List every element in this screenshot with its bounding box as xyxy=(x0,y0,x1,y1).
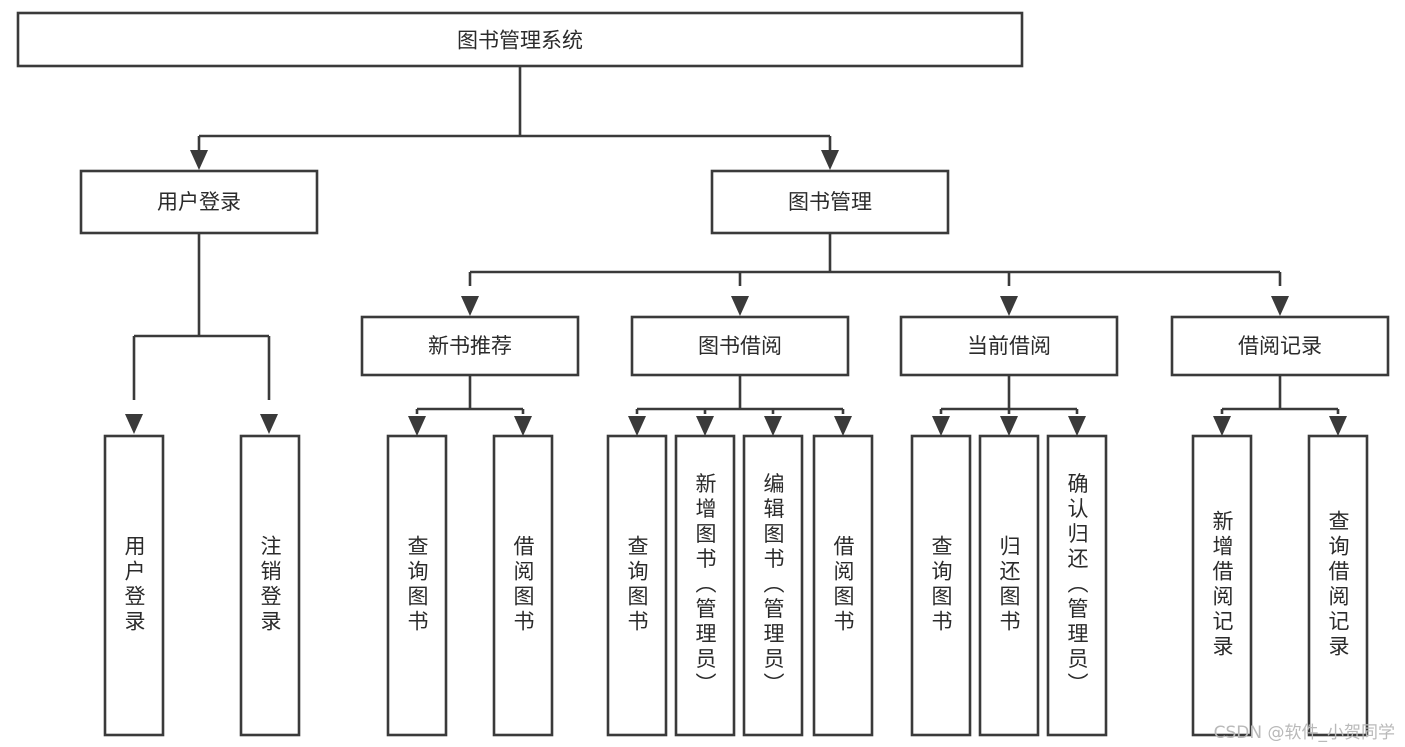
node-user-login-label: 用户登录 xyxy=(157,190,241,214)
node-leaf-borrow-book-2-label: 借阅图书 xyxy=(831,535,855,635)
node-book-manage-box[interactable] xyxy=(710,169,950,235)
node-leaf-user-logout-box[interactable] xyxy=(239,434,301,737)
arrow-to-leaf-borrow-book-1 xyxy=(514,416,532,436)
arrow-to-leaf-add-record xyxy=(1213,416,1231,436)
arrow-to-borrow-record xyxy=(1271,296,1289,316)
arrow-to-leaf-query-book-1 xyxy=(408,416,426,436)
node-user-login[interactable]: 用户登录 xyxy=(79,169,319,235)
node-leaf-return-book-box[interactable] xyxy=(978,434,1040,737)
node-leaf-add-book-label: 新增图书（管理员） xyxy=(693,473,717,698)
arrow-to-book-manage xyxy=(821,150,839,170)
node-leaf-query-book-1-label: 查询图书 xyxy=(405,535,429,635)
node-leaf-edit-book-label: 编辑图书（管理员） xyxy=(761,473,785,698)
node-current-borrow[interactable]: 当前借阅 xyxy=(899,315,1119,377)
node-leaf-add-record-label: 新增借阅记录 xyxy=(1210,510,1234,660)
node-leaf-user-login-label: 用户登录 xyxy=(122,535,146,635)
node-current-borrow-label: 当前借阅 xyxy=(967,334,1051,358)
arrow-to-user-login xyxy=(190,150,208,170)
node-leaf-borrow-book-2[interactable]: 借阅图书 xyxy=(812,434,874,737)
arrow-to-leaf-user-logout xyxy=(260,414,278,434)
node-borrow-record-box[interactable] xyxy=(1170,315,1390,377)
node-book-borrow[interactable]: 图书借阅 xyxy=(630,315,850,377)
node-book-manage[interactable]: 图书管理 xyxy=(710,169,950,235)
node-leaf-borrow-book-1-box[interactable] xyxy=(492,434,554,737)
node-leaf-return-book[interactable]: 归还图书 xyxy=(978,434,1040,737)
node-leaf-user-login[interactable]: 用户登录 xyxy=(103,434,165,737)
node-current-borrow-box[interactable] xyxy=(899,315,1119,377)
node-leaf-query-book-1[interactable]: 查询图书 xyxy=(386,434,448,737)
node-leaf-borrow-book-1[interactable]: 借阅图书 xyxy=(492,434,554,737)
node-leaf-borrow-book-1-label: 借阅图书 xyxy=(511,535,535,635)
arrow-to-book-borrow xyxy=(731,296,749,316)
node-borrow-record[interactable]: 借阅记录 xyxy=(1170,315,1390,377)
node-leaf-borrow-book-2-box[interactable] xyxy=(812,434,874,737)
arrow-to-current-borrow xyxy=(1000,296,1018,316)
node-root[interactable]: 图书管理系统 xyxy=(16,11,1024,68)
arrow-to-leaf-query-book-2 xyxy=(628,416,646,436)
node-book-borrow-box[interactable] xyxy=(630,315,850,377)
csdn-watermark: CSDN @软件_小贺同学 xyxy=(1213,723,1395,743)
arrow-to-leaf-edit-book xyxy=(764,416,782,436)
node-leaf-add-book[interactable]: 新增图书（管理员） xyxy=(674,434,736,737)
node-new-book-recommend[interactable]: 新书推荐 xyxy=(360,315,580,377)
node-leaf-edit-book-box[interactable] xyxy=(742,434,804,737)
node-leaf-query-book-2-box[interactable] xyxy=(606,434,668,737)
node-leaf-confirm-return-label: 确认归还（管理员） xyxy=(1065,473,1089,698)
node-leaf-query-book-3-box[interactable] xyxy=(910,434,972,737)
node-leaf-add-record[interactable]: 新增借阅记录 xyxy=(1191,434,1253,737)
node-book-borrow-label: 图书借阅 xyxy=(698,334,782,358)
node-leaf-query-book-3-label: 查询图书 xyxy=(929,535,953,635)
node-leaf-query-record[interactable]: 查询借阅记录 xyxy=(1307,434,1369,737)
node-leaf-query-record-label: 查询借阅记录 xyxy=(1326,510,1350,660)
node-root-box[interactable] xyxy=(16,11,1024,68)
node-leaf-user-login-box[interactable] xyxy=(103,434,165,737)
arrow-to-leaf-return-book xyxy=(1000,416,1018,436)
node-leaf-user-logout-label: 注销登录 xyxy=(258,535,282,635)
arrow-to-leaf-confirm-return xyxy=(1068,416,1086,436)
node-leaf-query-record-box[interactable] xyxy=(1307,434,1369,737)
node-leaf-return-book-label: 归还图书 xyxy=(997,535,1021,635)
arrow-to-leaf-add-book xyxy=(696,416,714,436)
node-leaf-query-book-3[interactable]: 查询图书 xyxy=(910,434,972,737)
node-leaf-confirm-return-box[interactable] xyxy=(1046,434,1108,737)
node-leaf-add-book-box[interactable] xyxy=(674,434,736,737)
node-leaf-query-book-2-label: 查询图书 xyxy=(625,535,649,635)
node-leaf-confirm-return[interactable]: 确认归还（管理员） xyxy=(1046,434,1108,737)
connector-layer xyxy=(125,66,1347,436)
node-leaf-add-record-box[interactable] xyxy=(1191,434,1253,737)
node-book-manage-label: 图书管理 xyxy=(788,190,872,214)
node-leaf-user-logout[interactable]: 注销登录 xyxy=(239,434,301,737)
arrow-to-leaf-borrow-book-2 xyxy=(834,416,852,436)
arrow-to-leaf-query-record xyxy=(1329,416,1347,436)
arrow-to-leaf-user-login xyxy=(125,414,143,434)
node-borrow-record-label: 借阅记录 xyxy=(1238,334,1322,358)
node-new-book-recommend-label: 新书推荐 xyxy=(428,334,512,358)
node-user-login-box[interactable] xyxy=(79,169,319,235)
node-new-book-recommend-box[interactable] xyxy=(360,315,580,377)
arrow-to-new-book-recommend xyxy=(461,296,479,316)
node-leaf-edit-book[interactable]: 编辑图书（管理员） xyxy=(742,434,804,737)
node-leaf-query-book-1-box[interactable] xyxy=(386,434,448,737)
node-root-label: 图书管理系统 xyxy=(457,29,583,53)
node-leaf-query-book-2[interactable]: 查询图书 xyxy=(606,434,668,737)
arrow-to-leaf-query-book-3 xyxy=(932,416,950,436)
